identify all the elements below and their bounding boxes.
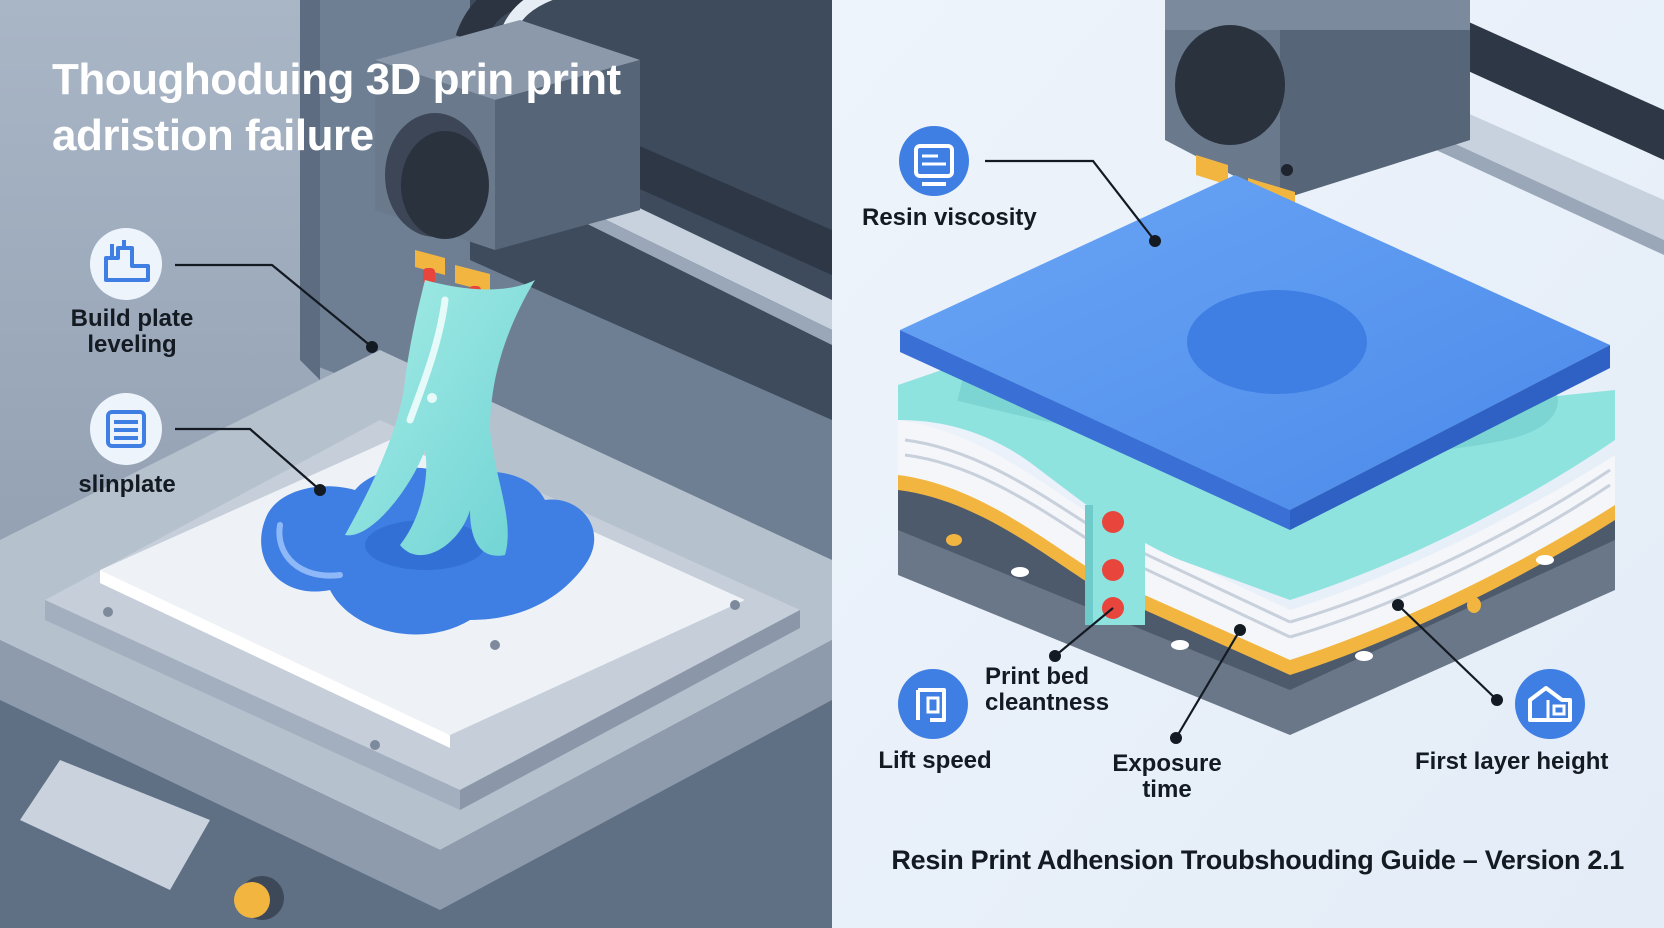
- label-first-layer-height: First layer height: [1415, 749, 1655, 775]
- leader-dots: [314, 235, 1503, 744]
- label-line: Resin viscosity: [862, 204, 1037, 231]
- control-knob: [234, 882, 270, 918]
- right-panel: [832, 0, 1664, 928]
- red-marker-2: [1102, 559, 1124, 581]
- resin-stream: [345, 280, 535, 556]
- list-icon: [90, 393, 162, 465]
- label-line: Build plate: [70, 305, 194, 332]
- label-slinplate: slinplate: [62, 472, 192, 498]
- label-line: slinplate: [78, 471, 176, 498]
- footer-caption: Resin Print Adhension Troubshouding Guid…: [891, 845, 1624, 875]
- leader-lines: [175, 159, 1498, 739]
- layer-stack: [898, 175, 1615, 735]
- print-head-right: [1165, 0, 1470, 246]
- left-panel: [0, 0, 832, 928]
- print-head: [375, 20, 640, 304]
- label-line: Lift speed: [878, 747, 992, 774]
- page-title: Thoughoduing 3D prin print adristion fai…: [52, 55, 621, 160]
- label-resin-viscosity: Resin viscosity: [862, 205, 1102, 231]
- label-print-bed-cleantness: Print bed cleantness: [985, 664, 1145, 716]
- frame-icon: [898, 669, 968, 739]
- label-build-plate-leveling: Build plate leveling: [62, 306, 202, 358]
- label-line: cleantness: [985, 689, 1110, 716]
- label-exposure-time: Exposure time: [1097, 751, 1237, 803]
- label-line: First layer height: [1415, 748, 1609, 775]
- screen-icon: [899, 126, 969, 196]
- plate-center-ellipse: [1187, 290, 1367, 394]
- label-line: time: [1142, 776, 1192, 803]
- label-line: Exposure: [1112, 750, 1222, 777]
- label-line: leveling: [87, 331, 177, 358]
- layers-icon: [1515, 669, 1585, 739]
- label-line: Print bed: [985, 663, 1090, 690]
- red-marker-1: [1102, 511, 1124, 533]
- front-panel-slot: [20, 760, 210, 890]
- build-plate-icon: [90, 228, 162, 300]
- label-lift-speed: Lift speed: [865, 748, 1005, 774]
